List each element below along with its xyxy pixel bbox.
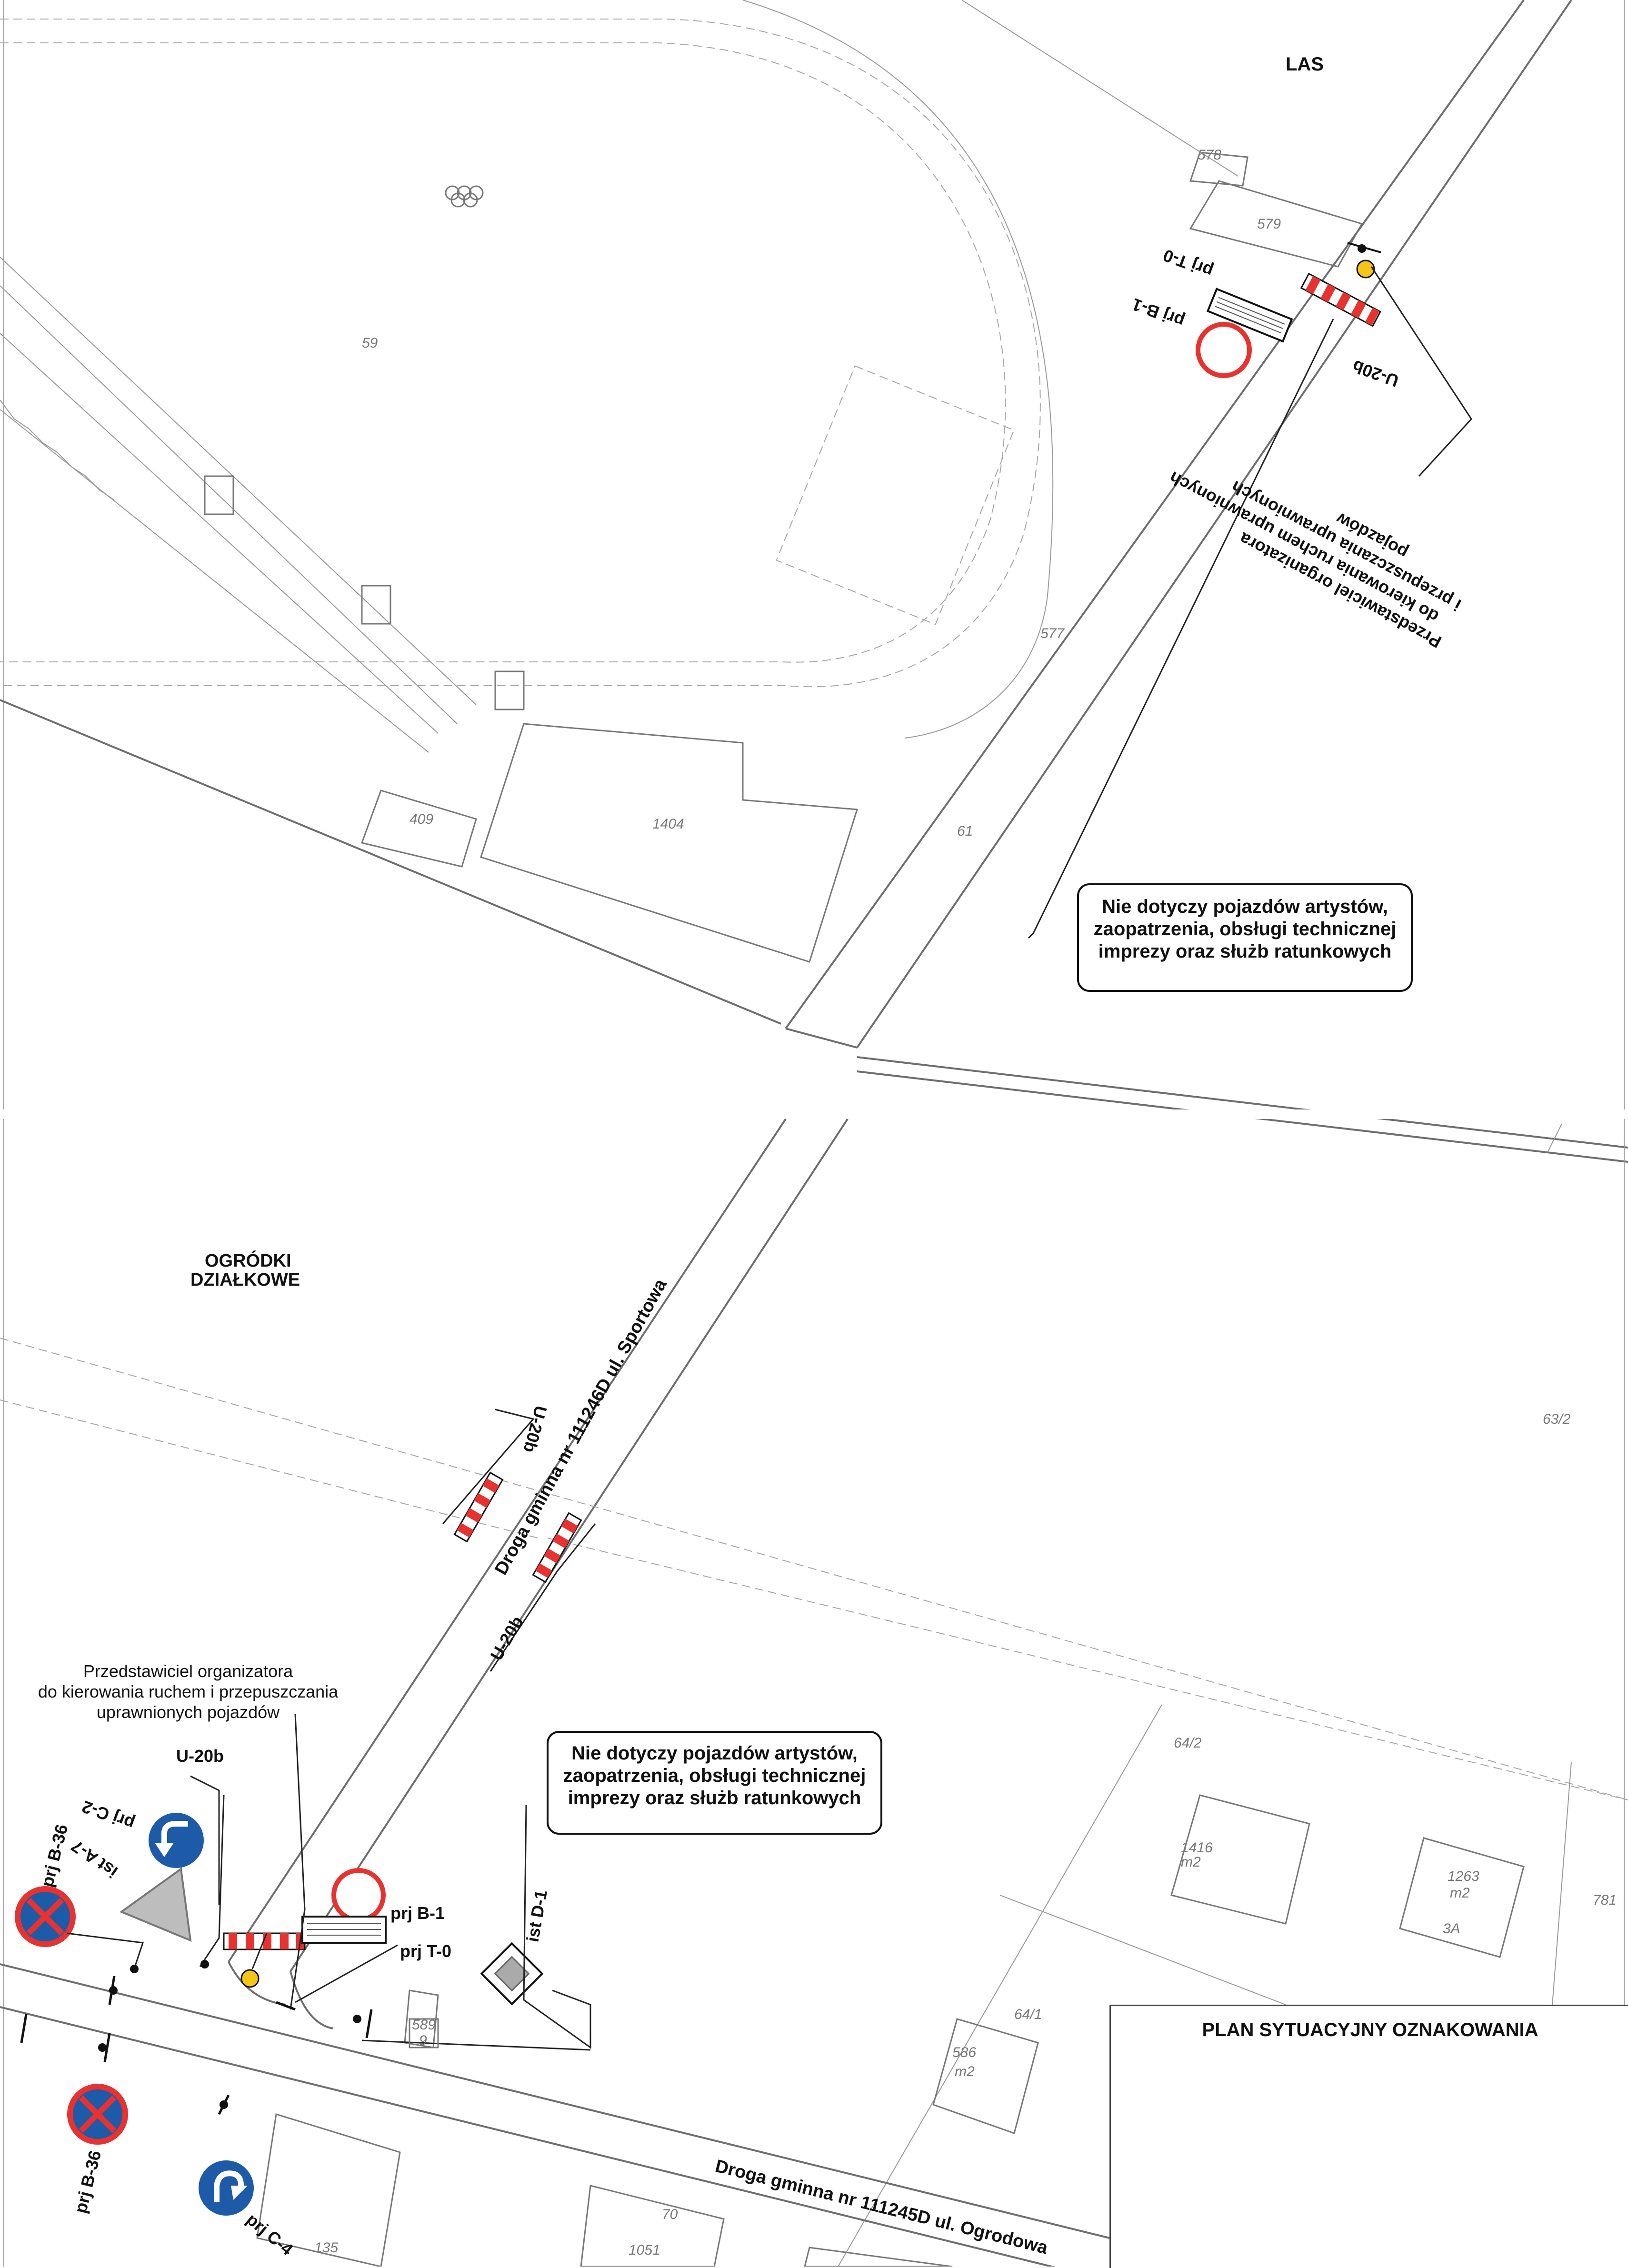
note-box-top: Nie dotyczy pojazdów artystów, zaopatrze…: [1077, 883, 1413, 992]
note-bottom-line-2: zaopatrzenia, obsługi technicznej: [563, 1765, 866, 1787]
parcel-1416-unit: m2: [1181, 1854, 1201, 1870]
label-ist-a7: ist A-7: [68, 1836, 121, 1882]
parcel-1263-unit: m2: [1450, 1885, 1470, 1901]
parcel-586-unit: m2: [955, 2064, 975, 2079]
note-bottom-line-1: Nie dotyczy pojazdów artystów,: [571, 1743, 858, 1764]
note-top-line-2: zaopatrzenia, obsługi technicznej: [1093, 919, 1397, 940]
parcel-63-2: 63/2: [1543, 1411, 1571, 1427]
rep-bottom-line-1: Przedstawiciel organizatora: [83, 1661, 293, 1681]
building-1404: [480, 723, 858, 963]
parcel-1416: 1416: [1181, 1840, 1213, 1856]
road-sportowa-lower: [228, 1118, 849, 1972]
building-579: [1189, 180, 1363, 268]
prohibition-sign-b1-icon: [1196, 322, 1252, 378]
stadium-track: [0, 19, 1041, 688]
parcel-61: 61: [957, 823, 973, 839]
road-ogrodowa: [0, 1961, 1110, 2267]
label-u20b-mid-right: U-20b: [486, 1613, 527, 1664]
u20b-barrier-mid-left: [453, 1471, 504, 1543]
parcel-1263: 1263: [1448, 1868, 1479, 1884]
parcel-70: 70: [662, 2207, 678, 2222]
label-prj-t0-bottom: prj T-0: [400, 1941, 451, 1961]
rep-bottom-line-2: do kierowania ruchem i przepuszczania: [38, 1682, 339, 1701]
road-label-sportowa: Droga gminna nr 111246D ul. Sportowa: [491, 1275, 671, 1578]
signal-light-icon: [1356, 260, 1375, 279]
map-labels: LAS OGRÓDKI DZIAŁKOWE Droga gminna nr 11…: [37, 54, 1617, 2259]
olympic-rings-icon: [445, 185, 484, 208]
label-prj-c2: prj C-2: [80, 1797, 137, 1834]
no-stopping-sign-b36-bottom-icon: [67, 2084, 128, 2145]
parcel-64-1: 64/1: [1014, 2007, 1042, 2022]
label-prj-t0-top: prj T-0: [1160, 246, 1216, 281]
label-prj-b36-bottom: prj B-36: [70, 2148, 105, 2215]
parcel-64-2: 64/2: [1174, 1735, 1202, 1751]
area-label-ogrodki-2: DZIAŁKOWE: [190, 1270, 300, 1290]
upper-sign-group: [1028, 242, 1472, 939]
title-block-heading: PLAN SYTUACYJNY OZNAKOWANIA: [1202, 2019, 1538, 2040]
parcel-135: 135: [314, 2240, 338, 2256]
title-block: PLAN SYTUACYJNY OZNAKOWANIA: [1109, 2005, 1628, 2268]
priority-road-sign-d1-icon: [480, 1942, 544, 2006]
note-top-line-1: Nie dotyczy pojazdów artystów,: [1102, 896, 1388, 917]
rep-bottom-line-3: uprawnionych pojazdów: [97, 1702, 280, 1722]
turn-sign-c4-icon: [199, 2160, 254, 2216]
label-u20b-top: U-20b: [1350, 356, 1401, 391]
parcel-589: 589: [412, 2017, 436, 2033]
parcel-578: 578: [1198, 147, 1221, 163]
building-1416: [1170, 1794, 1310, 1925]
building-586: [932, 2018, 1039, 2134]
lower-sheet: [0, 1118, 1628, 2267]
parcel-586: 586: [952, 2045, 976, 2060]
label-prj-b1-bottom: prj B-1: [390, 1903, 445, 1923]
area-label-las: LAS: [1286, 54, 1324, 75]
label-prj-b1-top: prj B-1: [1129, 294, 1187, 331]
parcel-9: 9: [419, 2033, 427, 2048]
running-lanes: [0, 257, 781, 1025]
parcel-3a: 3A: [1443, 1921, 1460, 1937]
note-top-line-3: imprezy oraz służb ratunkowych: [1098, 941, 1392, 962]
parcel-1051: 1051: [629, 2242, 660, 2258]
stadium-track-inner: [0, 42, 1006, 663]
parcel-577: 577: [1040, 626, 1065, 641]
u20b-barrier-bottom: [223, 1932, 306, 1950]
parcel-1404: 1404: [652, 816, 684, 832]
label-prj-b36-top: prj B-36: [37, 1822, 71, 1889]
label-prj-c4: prj C-4: [243, 2209, 297, 2259]
road-label-ogrodowa: Droga gminna nr 111245D ul. Ogrodowa: [713, 2156, 1050, 2258]
parcel-409: 409: [409, 811, 433, 827]
building-1263: [1399, 1837, 1525, 1958]
yield-sign-a7-icon: [119, 1867, 192, 1942]
inner-field: [776, 365, 1015, 625]
parcel-781: 781: [1593, 1892, 1617, 1908]
no-stopping-sign-b36-top-icon: [15, 1886, 76, 1947]
label-ist-d1: ist D-1: [523, 1888, 551, 1943]
area-label-ogrodki-1: OGRÓDKI: [205, 1250, 291, 1271]
upper-sheet: [0, 0, 1628, 1163]
road-sportowa-upper: [785, 0, 1628, 1163]
parcel-579: 579: [1257, 216, 1281, 232]
parcel-59: 59: [362, 335, 378, 351]
note-bottom-line-3: imprezy oraz służb ratunkowych: [568, 1788, 861, 1809]
u20b-barrier-mid-right: [532, 1512, 582, 1583]
lower-sign-group: [15, 1714, 591, 2216]
prohibition-sign-b1-bottom-icon: [331, 1868, 386, 1922]
building-409: [361, 789, 477, 868]
note-box-bottom: Nie dotyczy pojazdów artystów, zaopatrze…: [547, 1731, 882, 1835]
label-u20b-bottom: U-20b: [176, 1746, 224, 1766]
